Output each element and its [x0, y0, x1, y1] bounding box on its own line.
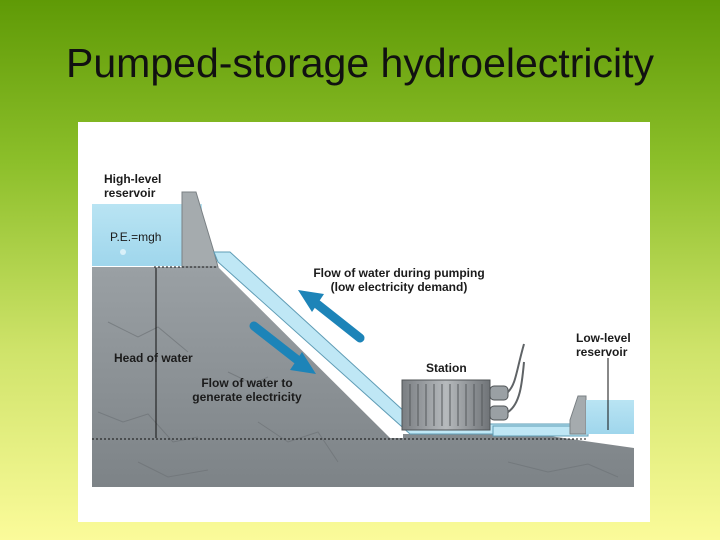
- lower-dam: [569, 395, 587, 435]
- label-low-reservoir: Low-level reservoir: [576, 331, 631, 359]
- label-generating-flow: Flow of water to generate electricity: [192, 376, 302, 404]
- upper-dam: [181, 191, 219, 268]
- low-reservoir-water: [586, 400, 634, 434]
- label-high-reservoir: High-level reservoir: [104, 172, 162, 200]
- slide-title: Pumped-storage hydroelectricity: [66, 40, 654, 86]
- droplet: [120, 249, 126, 255]
- transformer-coils: [489, 385, 509, 421]
- station-fins: [409, 384, 483, 426]
- power-station: [401, 379, 491, 431]
- rock-cracks: [97, 321, 619, 478]
- pumped-storage-diagram: [92, 191, 634, 487]
- power-cables: [507, 343, 525, 413]
- diagram-panel: High-level reservoir P.E.=mgh Flow of wa…: [78, 122, 650, 522]
- pumping-flow-arrow: [298, 290, 365, 343]
- generating-flow-arrow: [249, 321, 316, 374]
- label-pumping-flow: Flow of water during pumping (low electr…: [313, 266, 485, 294]
- label-head-of-water: Head of water: [114, 351, 193, 365]
- label-station: Station: [426, 361, 467, 375]
- label-potential-energy: P.E.=mgh: [110, 230, 162, 244]
